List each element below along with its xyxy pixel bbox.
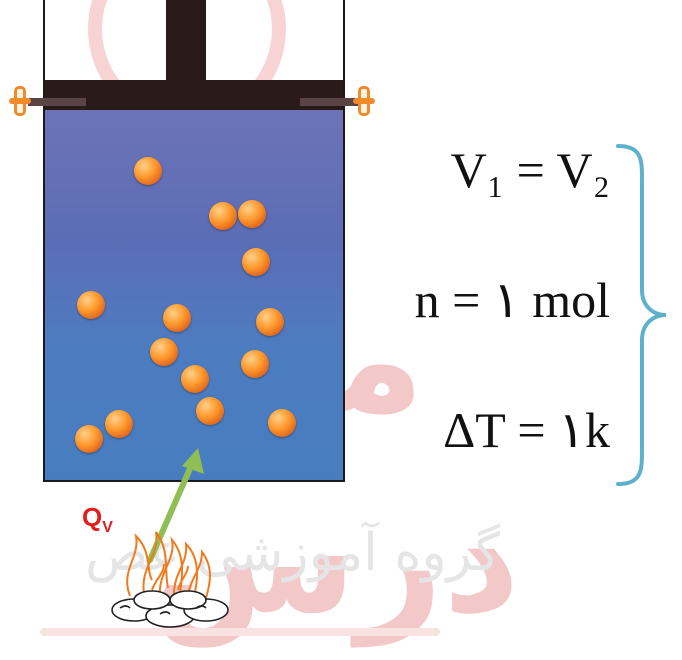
equation-moles: n = ۱ mol (414, 272, 610, 328)
equation-block: V₁ = V₂ n = ۱ mol ΔT = ۱k (380, 120, 680, 500)
lock-bolt-right-icon (353, 86, 375, 116)
gas-particle (238, 200, 266, 228)
gas-particle (134, 157, 162, 185)
gas-particle (105, 410, 133, 438)
gas-particle (75, 425, 103, 453)
piston-stop-right (300, 98, 360, 106)
gas-particle (163, 304, 191, 332)
gas-particle (181, 365, 209, 393)
equation-temperature: ΔT = ۱k (443, 402, 610, 458)
piston-cylinder (0, 0, 390, 490)
logs-icon (111, 590, 229, 628)
heat-source (111, 448, 229, 628)
gas-particle (256, 308, 284, 336)
cylinder-right-wall (343, 0, 345, 482)
gas-particle (268, 409, 296, 437)
cylinder-floor (43, 480, 345, 482)
heat-label-qv: QV (82, 502, 113, 537)
gas-particle (77, 291, 105, 319)
piston-stop-left (28, 98, 86, 106)
gas-particle (242, 248, 270, 276)
gas-particle (241, 350, 269, 378)
heat-arrow-icon (147, 448, 204, 563)
gas-particle (150, 338, 178, 366)
right-brace-icon (616, 144, 667, 486)
piston-rod (166, 0, 206, 82)
cylinder-left-wall (43, 0, 45, 482)
fire-icon (126, 531, 211, 599)
gas-particle (209, 202, 237, 230)
piston-plate (45, 80, 343, 110)
lock-bolt-left-icon (9, 86, 31, 116)
equation-volume: V₁ = V₂ (450, 142, 610, 198)
gas-particle (196, 397, 224, 425)
